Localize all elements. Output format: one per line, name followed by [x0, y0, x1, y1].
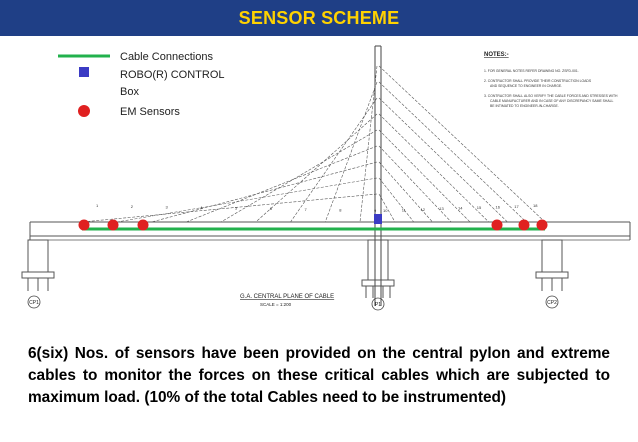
- cable-label: 16: [496, 204, 501, 209]
- legend-red-dot: [78, 105, 90, 117]
- em-sensor: [518, 219, 530, 231]
- pier-label: CP1: [29, 300, 39, 306]
- legend-blue-square: [79, 67, 89, 77]
- pier-label-cp2: CP2: [545, 295, 559, 309]
- stay-cable-left: [220, 129, 378, 223]
- pier-label: P1: [375, 302, 381, 308]
- cable-label: 17: [514, 204, 519, 209]
- cable-label: 7: [305, 207, 308, 212]
- em-sensors: [78, 219, 548, 231]
- stay-cable-left: [359, 65, 378, 223]
- cable-label: 1: [96, 203, 99, 208]
- pier-left: [21, 239, 55, 291]
- stay-cable-right: [378, 65, 546, 223]
- stay-cables: 123456789101112131415161718: [81, 65, 546, 223]
- stay-cable-left: [116, 177, 378, 223]
- pier-label-p1: P1: [371, 297, 385, 311]
- stay-cable-right: [378, 129, 471, 223]
- stay-cable-left: [186, 145, 378, 223]
- cable-label: 18: [533, 203, 538, 208]
- cable-label: 3: [166, 204, 169, 209]
- em-sensor: [491, 219, 503, 231]
- pier-center: [361, 239, 395, 298]
- stay-cable-right: [378, 193, 396, 223]
- caption-text: 6(six) Nos. of sensors have been provide…: [28, 345, 610, 406]
- plan-scale: SCALE = 1:200: [260, 302, 292, 307]
- cable-label: 10: [383, 208, 388, 213]
- legend-label: ROBO(R) CONTROL: [120, 69, 225, 81]
- note-line: 3. CONTRACTOR SHALL ALSO VERIFY THE CABL…: [484, 94, 618, 98]
- stay-cable-right: [378, 113, 489, 223]
- pier-right: [535, 239, 569, 291]
- cable-label: 12: [421, 207, 426, 212]
- stay-cable-right: [378, 161, 433, 223]
- stay-cable-left: [151, 161, 378, 223]
- note-line: BE INTIMATED TO ENGINEER-IN-CHARGE.: [490, 104, 559, 108]
- legend-label: EM Sensors: [120, 106, 180, 118]
- legend-label: Cable Connections: [120, 51, 213, 63]
- note-line: CABLE MANUFACTURER AND IN CASE OF ANY DI…: [490, 99, 614, 103]
- note-line: 1. FOR GENERAL NOTES REFER DRAWING NO. Z…: [484, 69, 579, 73]
- note-line: 2. CONTRACTOR SHALL PROVIDE THEIR CONSTR…: [484, 79, 592, 83]
- stay-cable-right: [378, 145, 452, 223]
- page-title: SENSOR SCHEME: [238, 7, 400, 28]
- cable-label: 5: [235, 206, 238, 211]
- legend: Cable Connections ROBO(R) CONTROL Box EM…: [58, 51, 225, 118]
- pylon: [374, 45, 382, 306]
- cable-label: 4: [200, 205, 203, 210]
- cable-label: 13: [439, 206, 444, 211]
- em-sensor: [78, 219, 90, 231]
- robo-control-box: [374, 214, 382, 224]
- stay-cable-right: [378, 177, 414, 223]
- plan-title: G.A. CENTRAL PLANE OF CABLE: [240, 294, 334, 300]
- notes-heading: NOTES:-: [484, 52, 509, 58]
- notes-block: NOTES:- 1. FOR GENERAL NOTES REFER DRAWI…: [484, 52, 618, 108]
- stay-cable-left: [81, 193, 378, 223]
- bridge-drawing: 123456789101112131415161718: [21, 45, 631, 311]
- stay-cable-left: [324, 81, 378, 223]
- cable-label: 8: [339, 207, 342, 212]
- pier-label-cp1: CP1: [27, 295, 41, 309]
- cable-label: 6: [270, 206, 273, 211]
- stay-cable-left: [290, 97, 378, 223]
- em-sensor: [536, 219, 548, 231]
- stay-cable-right: [378, 97, 508, 223]
- bridge-deck: [29, 221, 631, 241]
- cable-label: 14: [458, 206, 463, 211]
- stay-cable-right: [378, 81, 527, 223]
- cable-label: 15: [477, 205, 482, 210]
- em-sensor: [107, 219, 119, 231]
- title-bar: SENSOR SCHEME: [0, 0, 638, 36]
- note-line: AND SEQUENCE TO ENGINEER IN CHARGE.: [490, 84, 562, 88]
- cable-label: 11: [402, 207, 407, 212]
- legend-label: Box: [120, 86, 139, 98]
- stay-cable-left: [255, 113, 378, 223]
- pier-label: CP2: [547, 300, 557, 306]
- cable-label: 2: [131, 204, 134, 209]
- em-sensor: [137, 219, 149, 231]
